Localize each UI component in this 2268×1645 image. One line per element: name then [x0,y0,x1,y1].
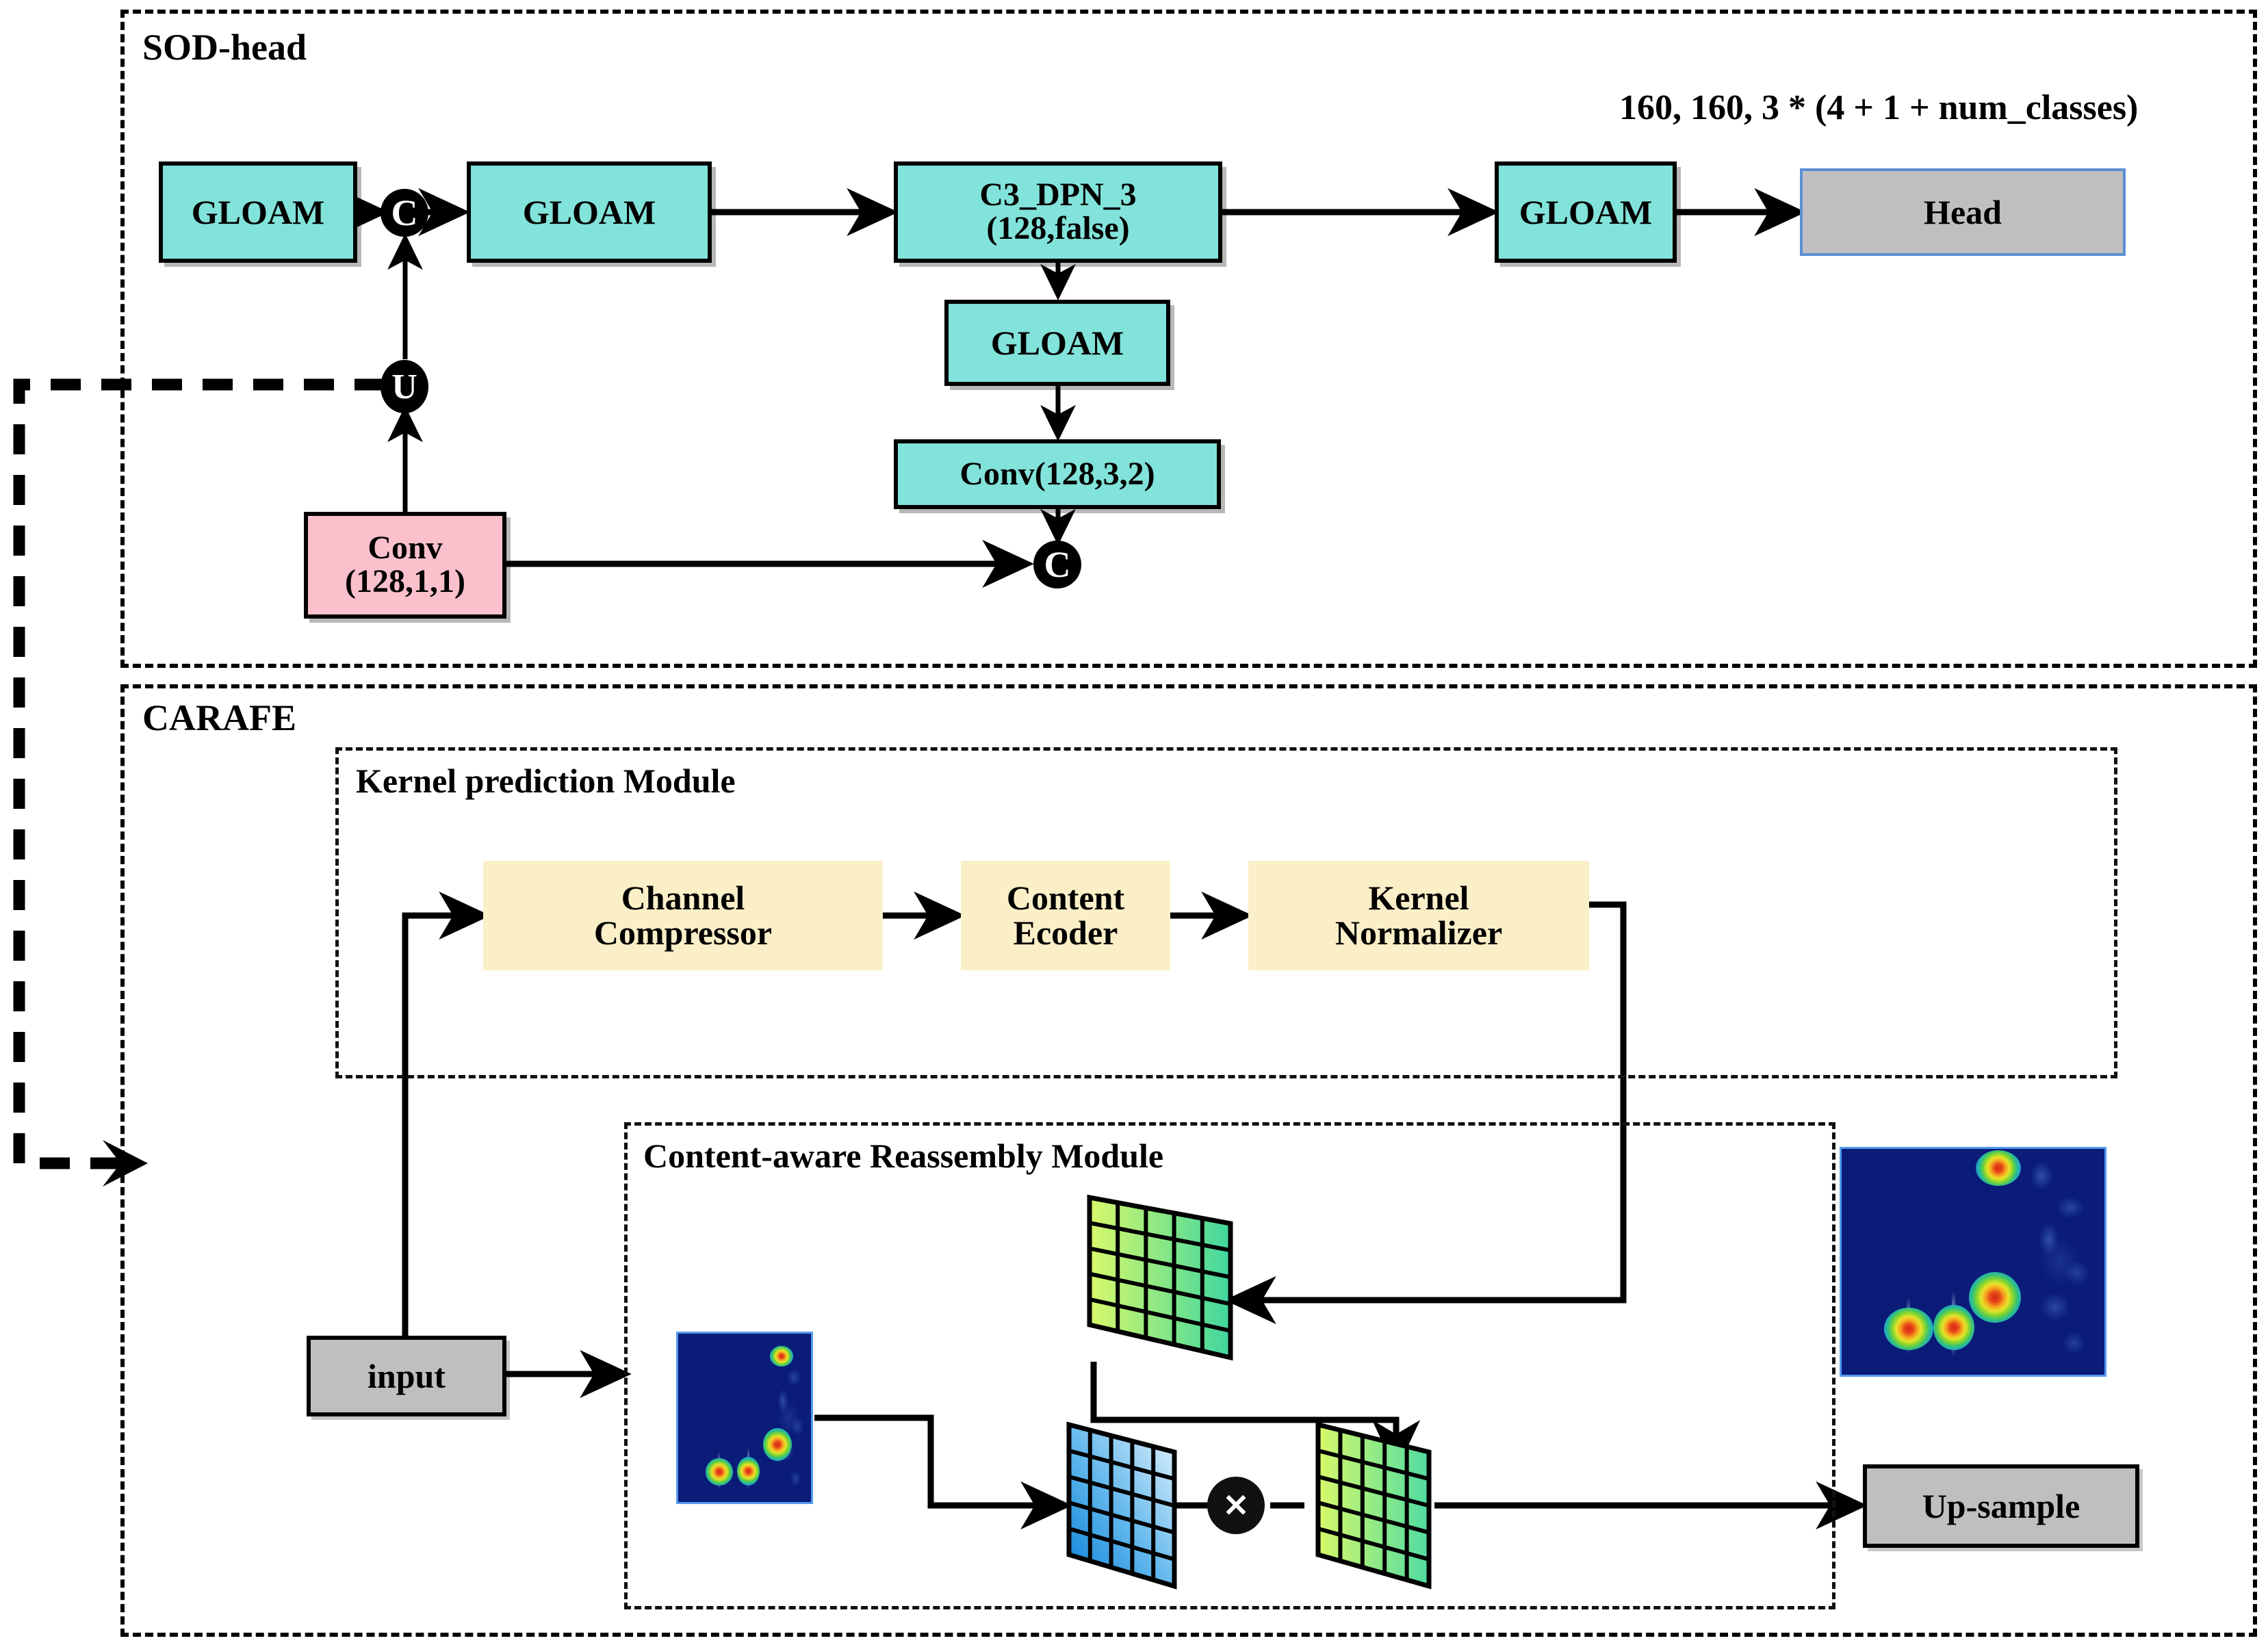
output-shape-annotation: 160, 160, 3 * (4 + 1 + num_classes) [1619,88,2139,127]
node-gloam-3[interactable]: GLOAM [944,300,1170,386]
sod-head-section [120,10,2257,668]
node-input[interactable]: input [307,1336,506,1416]
input-feature-heatmap [676,1332,813,1504]
heatmap-hotspot [763,1428,792,1461]
carafe-section [120,684,2257,1637]
kernel-grid-top [1085,1188,1243,1366]
carafe-title: CARAFE [142,697,296,738]
concat-junction-top[interactable]: C [381,189,428,237]
node-gloam-4[interactable]: GLOAM [1495,161,1677,263]
content-aware-reassembly-module-title: Content-aware Reassembly Module [643,1137,1164,1175]
node-content-ecoder[interactable]: Content Ecoder [961,861,1170,970]
heatmap-hotspot [1884,1308,1933,1350]
upsampled-feature-heatmap [1840,1147,2106,1377]
content-aware-reassembly-module-section [624,1122,1835,1609]
heatmap-hotspot [770,1346,793,1366]
kernel-prediction-module-title: Kernel prediction Module [356,762,736,800]
heatmap-hotspot [1933,1305,1974,1350]
multiply-operator[interactable]: ✕ [1207,1477,1265,1534]
concat-junction-bottom[interactable]: C [1033,541,1081,588]
sod-head-title: SOD-head [142,27,307,68]
kernel-grid-bottom [1314,1418,1437,1593]
node-gloam-1[interactable]: GLOAM [159,161,357,263]
feature-grid-blue [1065,1418,1181,1593]
heatmap-hotspot [706,1458,733,1486]
upsample-junction[interactable]: U [381,360,428,413]
node-head[interactable]: Head [1800,168,2126,256]
node-up-sample[interactable]: Up-sample [1863,1464,2139,1548]
node-c3-dpn-3[interactable]: C3_DPN_3 (128,false) [894,161,1222,263]
kernel-prediction-module-section [335,747,2117,1078]
node-conv-128-3-2[interactable]: Conv(128,3,2) [894,439,1221,509]
node-gloam-2[interactable]: GLOAM [467,161,712,263]
heatmap-hotspot [1969,1272,2021,1323]
heatmap-texture [2015,1149,2104,1375]
heatmap-hotspot [1976,1150,2021,1186]
node-kernel-normalizer[interactable]: Kernel Normalizer [1248,861,1589,970]
node-channel-compressor[interactable]: Channel Compressor [483,861,883,970]
node-conv-128-1-1[interactable]: Conv (128,1,1) [304,512,506,619]
heatmap-hotspot [737,1457,760,1486]
